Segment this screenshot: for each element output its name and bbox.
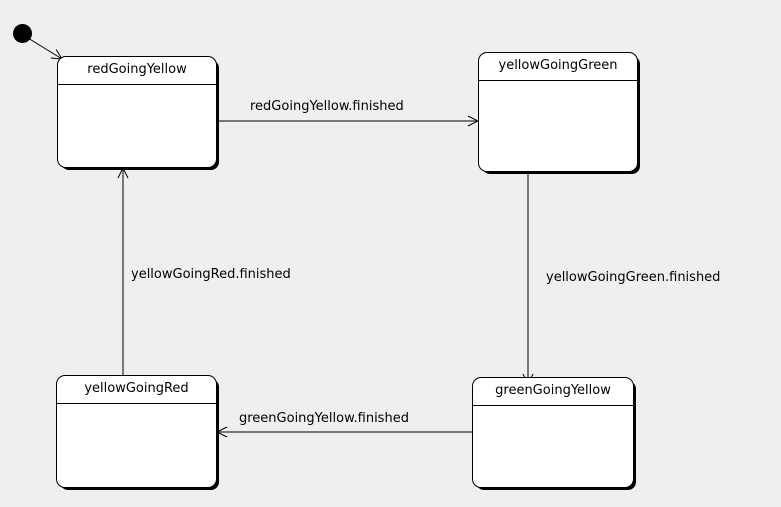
state-node-yellowGoingRed[interactable]: yellowGoingRed <box>56 375 217 488</box>
edge-label-greenGoingYellow-finished: greenGoingYellow.finished <box>239 411 409 426</box>
state-body-greenGoingYellow <box>473 406 633 487</box>
state-title-greenGoingYellow: greenGoingYellow <box>473 378 633 406</box>
initial-state-node <box>13 24 32 43</box>
state-title-yellowGoingGreen: yellowGoingGreen <box>479 53 637 81</box>
edge-label-yellowGoingRed-finished: yellowGoingRed.finished <box>131 267 291 282</box>
state-node-redGoingYellow[interactable]: redGoingYellow <box>57 56 217 168</box>
state-body-redGoingYellow <box>58 85 216 167</box>
edge-label-redGoingYellow-finished: redGoingYellow.finished <box>250 99 404 114</box>
state-title-yellowGoingRed: yellowGoingRed <box>57 376 216 404</box>
state-body-yellowGoingRed <box>57 404 216 487</box>
edge-initial-to-redGoingYellow <box>27 37 62 59</box>
state-title-redGoingYellow: redGoingYellow <box>58 57 216 85</box>
state-node-greenGoingYellow[interactable]: greenGoingYellow <box>472 377 634 488</box>
state-body-yellowGoingGreen <box>479 81 637 171</box>
state-node-yellowGoingGreen[interactable]: yellowGoingGreen <box>478 52 638 172</box>
edge-label-yellowGoingGreen-finished: yellowGoingGreen.finished <box>546 270 721 285</box>
